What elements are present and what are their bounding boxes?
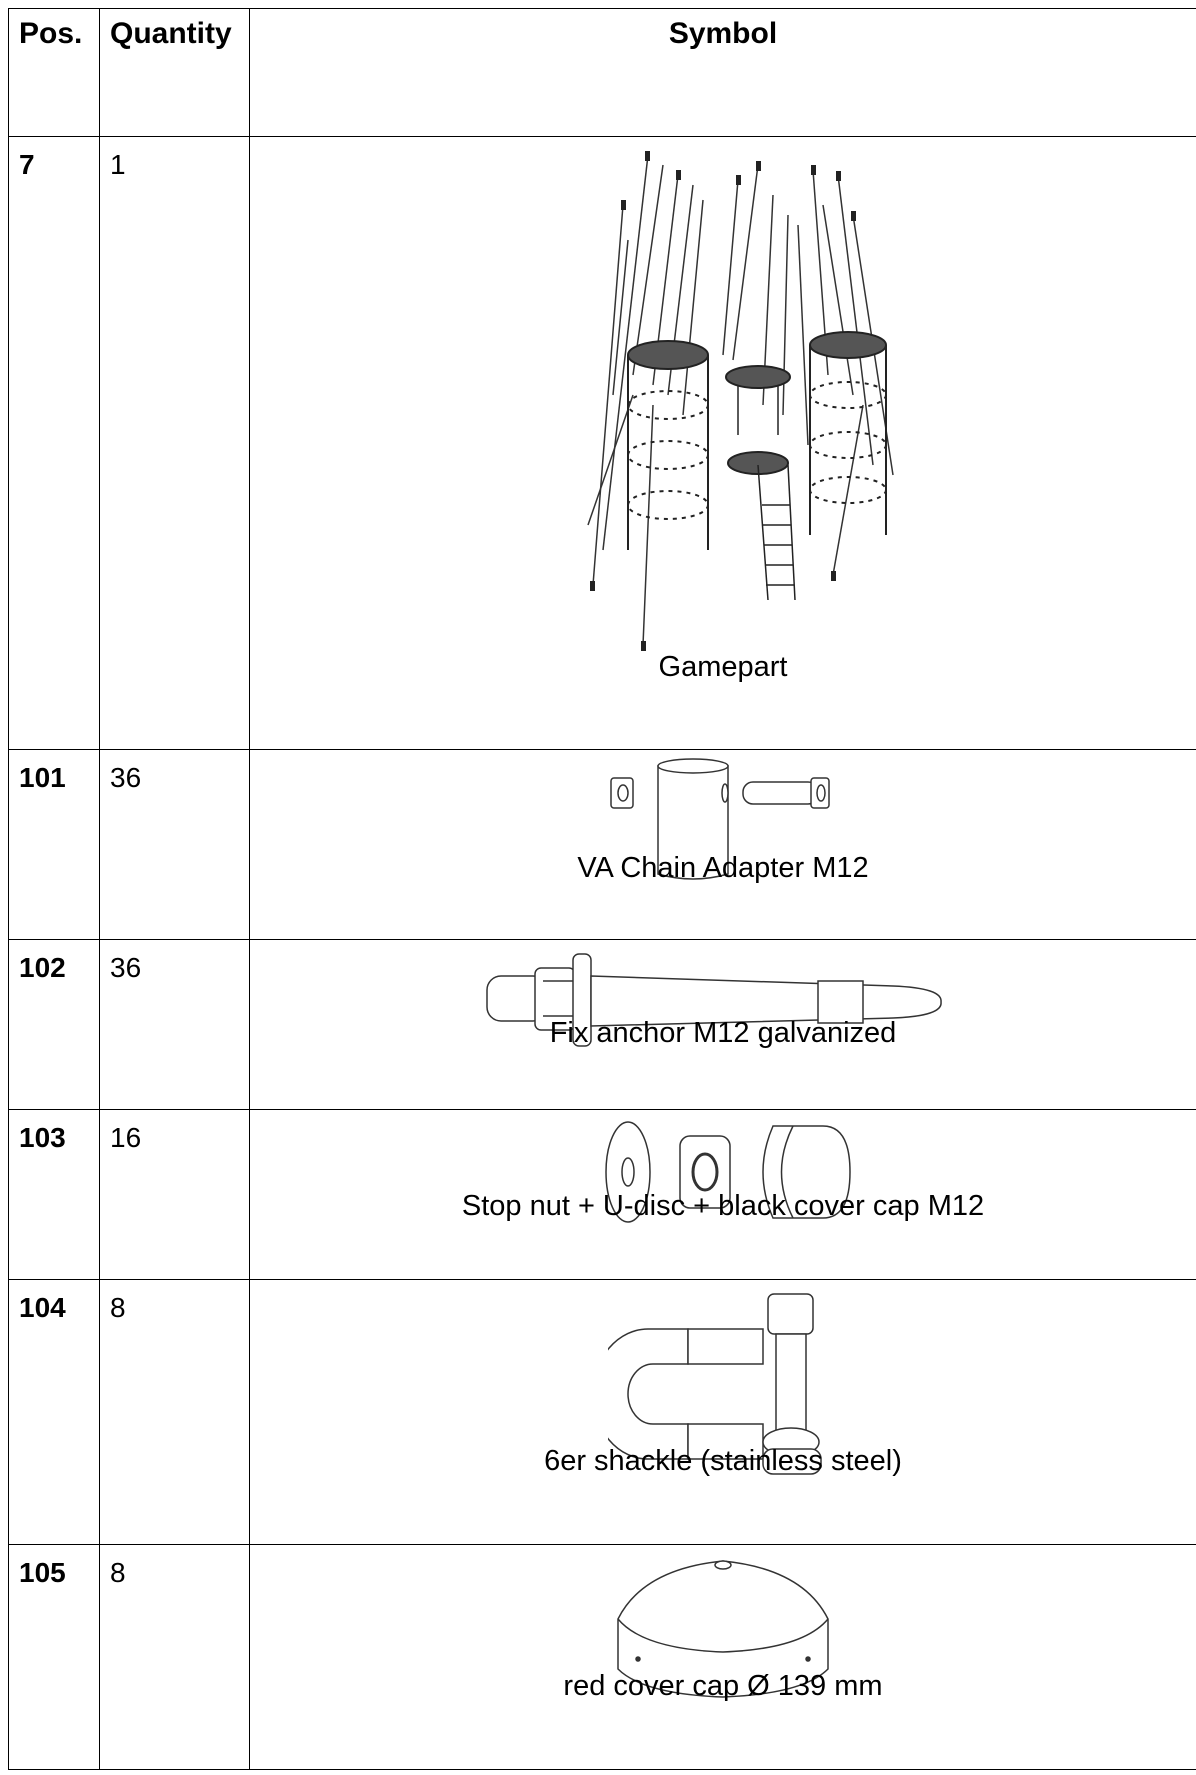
- header-quantity: Quantity: [99, 8, 250, 137]
- fix-anchor-icon: [473, 946, 973, 1056]
- item-caption: red cover cap Ø 139 mm: [563, 1670, 883, 1702]
- table-row: 101 36 VA Chain Adapter M12: [8, 749, 1196, 940]
- header-symbol: Symbol: [249, 8, 1196, 137]
- table-row: 105 8 red cover cap Ø 139 mm: [8, 1544, 1196, 1770]
- pos-cell: 104: [8, 1279, 100, 1545]
- symbol-cell: Fix anchor M12 galvanized: [249, 939, 1196, 1110]
- symbol-cell: Gamepart: [249, 136, 1196, 750]
- item-caption: Fix anchor M12 galvanized: [549, 1017, 897, 1049]
- pos-cell: 101: [8, 749, 100, 940]
- shackle-icon: [608, 1284, 838, 1484]
- chain-adapter-icon: [603, 756, 843, 891]
- playground-climbing-structure-icon: [533, 151, 913, 651]
- quantity-cell: 1: [99, 136, 250, 750]
- pos-cell: 102: [8, 939, 100, 1110]
- pos-cell: 103: [8, 1109, 100, 1280]
- header-pos: Pos.: [8, 8, 100, 137]
- table-row: 7 1: [8, 136, 1196, 750]
- item-caption: VA Chain Adapter M12: [577, 852, 869, 884]
- quantity-cell: 36: [99, 939, 250, 1110]
- cover-cap-icon: [603, 1549, 843, 1709]
- symbol-cell: Stop nut + U-disc + black cover cap M12: [249, 1109, 1196, 1280]
- quantity-cell: 8: [99, 1279, 250, 1545]
- stop-nut-disc-cap-icon: [588, 1114, 858, 1229]
- table-row: 102 36 Fix anchor M12 galvanized: [8, 939, 1196, 1110]
- quantity-cell: 8: [99, 1544, 250, 1770]
- item-caption: Gamepart: [658, 651, 788, 683]
- symbol-cell: 6er shackle (stainless steel): [249, 1279, 1196, 1545]
- quantity-cell: 16: [99, 1109, 250, 1280]
- pos-cell: 7: [8, 136, 100, 750]
- table-row: 104 8 6er shackle (stainless steel): [8, 1279, 1196, 1545]
- quantity-cell: 36: [99, 749, 250, 940]
- table-row: 103 16 Stop nut + U-disc + black cover c…: [8, 1109, 1196, 1280]
- item-caption: 6er shackle (stainless steel): [544, 1445, 902, 1477]
- symbol-cell: VA Chain Adapter M12: [249, 749, 1196, 940]
- table-header-row: Pos. Quantity Symbol: [8, 8, 1196, 137]
- parts-table: Pos. Quantity Symbol 7 1: [8, 8, 1196, 1770]
- pos-cell: 105: [8, 1544, 100, 1770]
- symbol-cell: red cover cap Ø 139 mm: [249, 1544, 1196, 1770]
- item-caption: Stop nut + U-disc + black cover cap M12: [461, 1190, 985, 1222]
